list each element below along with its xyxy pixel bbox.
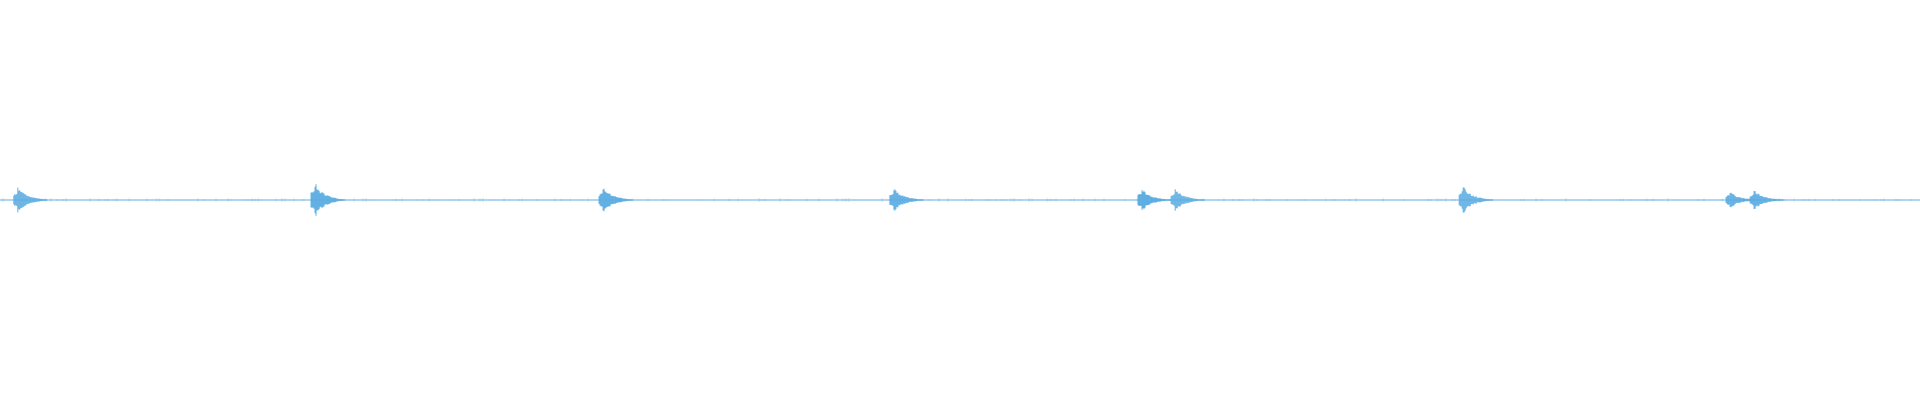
waveform-burst <box>1170 189 1205 211</box>
waveform-burst <box>889 189 924 211</box>
waveform-burst <box>1137 190 1172 210</box>
waveform-burst <box>598 188 633 212</box>
waveform-burst <box>310 184 345 216</box>
waveform-burst <box>1749 191 1784 209</box>
waveform-burst <box>13 187 48 213</box>
waveform-bursts <box>13 184 1784 216</box>
waveform-burst <box>1458 187 1493 213</box>
